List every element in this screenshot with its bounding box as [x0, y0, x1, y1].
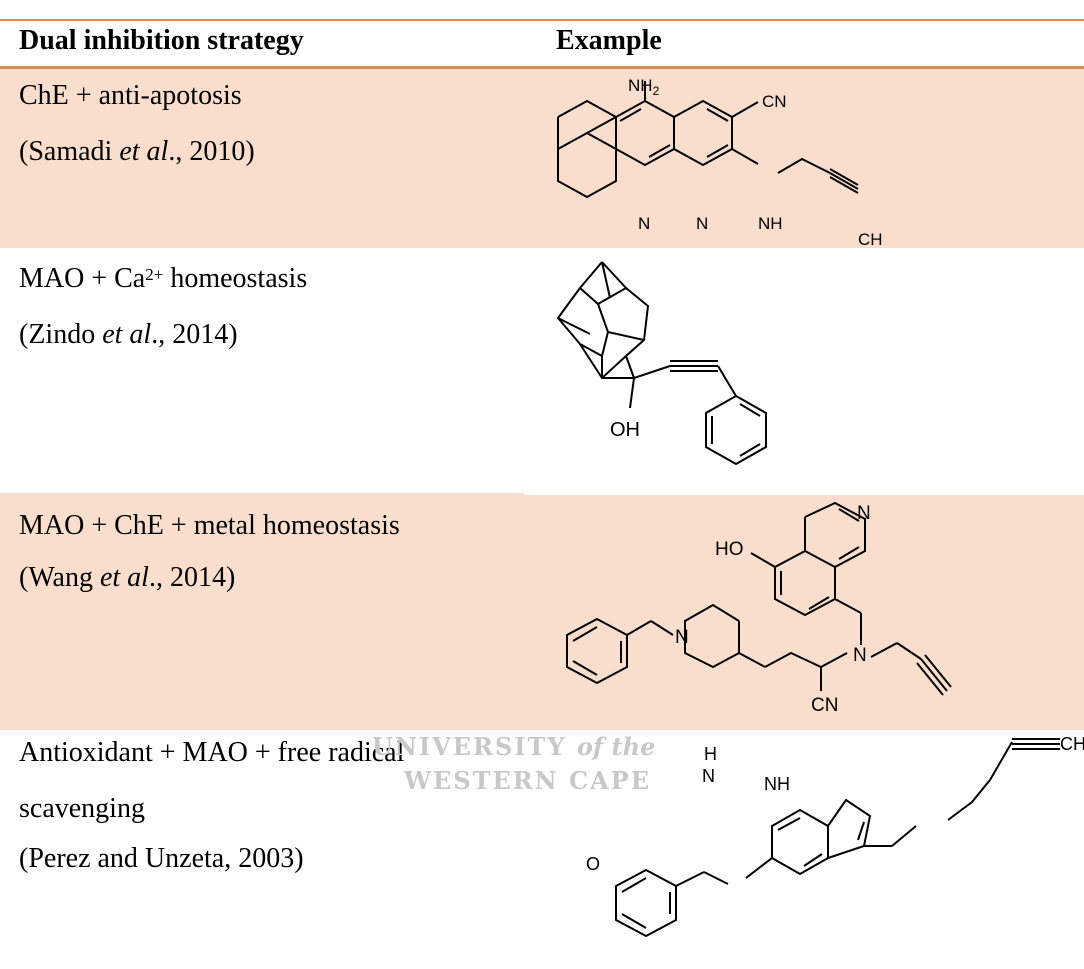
row3-reference: (Wang et al., 2014)	[19, 562, 236, 593]
header-example: Example	[556, 25, 662, 56]
svg-text:H: H	[704, 744, 717, 764]
table-row-2: MAO + Ca2+ homeostasis (Zindo et al., 20…	[0, 248, 1084, 495]
row1-strategy: ChE + anti-apotosis (Samadi et al., 2010…	[19, 73, 255, 175]
table-row-3: MAO + ChE + metal homeostasis (Wang et a…	[0, 495, 1084, 730]
row4-reference: (Perez and Unzeta, 2003)	[19, 843, 304, 874]
row2-strategy: MAO + Ca2+ homeostasis (Zindo et al., 20…	[19, 256, 307, 358]
svg-text:CH: CH	[1060, 734, 1084, 754]
svg-text:N: N	[857, 503, 871, 524]
svg-text:NH2: NH2	[628, 76, 660, 98]
cage-compound-structure: OH	[556, 261, 767, 466]
svg-text:HO: HO	[715, 539, 744, 560]
row3-strategy: MAO + ChE + metal homeostasis (Wang et a…	[19, 503, 400, 601]
university-watermark: UNIVERSITY of the WESTERN CAPE	[372, 732, 656, 795]
row2-reference: (Zindo et al., 2014)	[19, 319, 238, 350]
svg-text:O: O	[586, 854, 600, 874]
svg-text:NH: NH	[764, 774, 790, 794]
svg-text:CN: CN	[762, 92, 787, 111]
header-strategy: Dual inhibition strategy	[19, 25, 304, 56]
svg-text:N: N	[675, 627, 689, 648]
tacrine-hybrid-structure: NH2 CN N N NH CH	[557, 76, 883, 248]
header-rule	[0, 66, 1084, 69]
row4-strategy: Antioxidant + MAO + free radical scaveng…	[19, 730, 404, 882]
indole-propargylamine-structure: H N NH CH O	[586, 734, 1084, 874]
svg-text:N: N	[638, 214, 650, 233]
svg-text:N: N	[702, 766, 715, 786]
svg-text:OH: OH	[610, 419, 640, 441]
table-header: Dual inhibition strategy Example	[0, 21, 1084, 66]
svg-text:NH: NH	[758, 214, 783, 233]
table-row-1: ChE + anti-apotosis (Samadi et al., 2010…	[0, 69, 1084, 248]
table-row-4: Antioxidant + MAO + free radical scaveng…	[0, 730, 1084, 969]
indole-propargylamine-structure-detail	[615, 738, 1060, 938]
quinoline-hybrid-structure: N HO N N CN	[566, 501, 952, 716]
svg-text:CN: CN	[811, 695, 838, 716]
row1-reference: (Samadi et al., 2010)	[19, 136, 255, 167]
svg-text:N: N	[853, 645, 867, 666]
svg-text:N: N	[696, 214, 708, 233]
top-rule	[0, 19, 1084, 21]
svg-text:CH: CH	[858, 230, 883, 248]
